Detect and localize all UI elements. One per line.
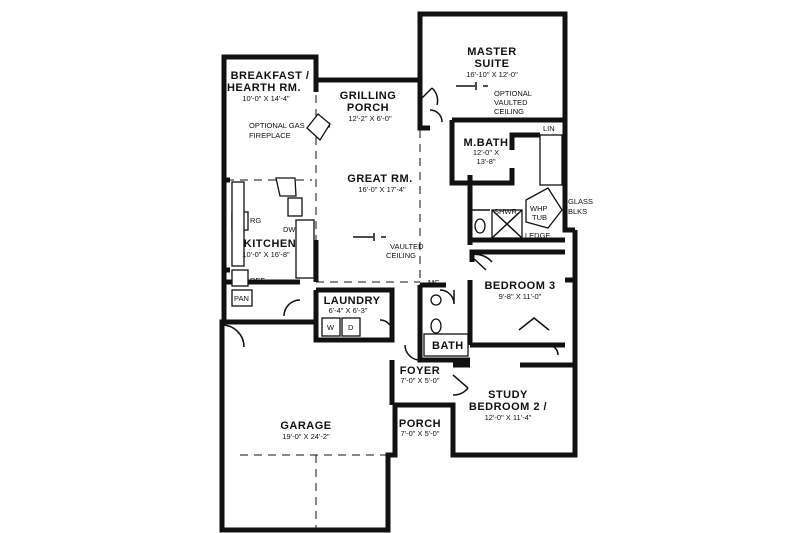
porch-dim: 7'-0" X 5'-0": [400, 429, 439, 438]
mbath-name: M.BATH: [464, 137, 509, 149]
kitchen-dw: DW: [283, 225, 296, 234]
fireplace-line2: FIREPLACE: [249, 131, 291, 140]
bath-toilet-icon: [430, 318, 442, 334]
doors: [221, 87, 559, 396]
island-counter: [295, 219, 315, 279]
grilling-line2: PORCH: [347, 102, 389, 114]
kitchen-rg: RG: [250, 216, 261, 225]
kitchen-counter: [231, 181, 245, 267]
study-line2: BEDROOM 2 /: [469, 401, 547, 413]
washer-icon: [321, 317, 341, 337]
mbath-dim2: 13'-8": [476, 157, 495, 166]
pantry-icon: [231, 289, 253, 307]
garage-dim: 19'-0" X 24'-2": [282, 432, 330, 441]
garage-name: GARAGE: [280, 420, 331, 432]
master-note2: VAULTED: [494, 98, 528, 107]
kitchen-dim: 10'-0" X 16'-8": [242, 250, 290, 259]
bath-mc: MC: [428, 278, 440, 287]
kitchen-ref: REF.: [250, 276, 266, 285]
grilling-line1: GRILLING: [340, 90, 397, 102]
great-note1: VAULTED: [390, 242, 424, 251]
vanity: [539, 134, 563, 186]
laundry-d: D: [348, 323, 354, 332]
ref-icon: [231, 269, 249, 287]
tub-icon: [525, 187, 563, 229]
exterior-walls: [219, 11, 578, 533]
blks-label: BLKS: [568, 207, 587, 216]
breakfast-line1: BREAKFAST /: [231, 70, 310, 82]
kitchen-pan: PAN: [234, 294, 249, 303]
foyer-dim: 7'-0" X 5'-0": [400, 376, 439, 385]
dryer-icon: [341, 317, 361, 337]
bath-sink-icon: [430, 294, 442, 306]
ledge-label: LEDGE: [525, 231, 550, 240]
breakfast-line2: HEARTH RM.: [227, 82, 301, 94]
bedroom3-dim: 9'-8" X 11'-0": [499, 292, 542, 301]
great-name: GREAT RM.: [347, 173, 412, 185]
great-note2: CEILING: [386, 251, 416, 260]
master-dim: 16'-10" X 12'-0": [466, 70, 518, 79]
laundry-name: LAUNDRY: [324, 295, 381, 307]
master-note3: CEILING: [494, 107, 524, 116]
bath-tub-icon: [423, 333, 469, 357]
dashed-lines: [226, 95, 421, 530]
toilet-icon: [474, 218, 486, 234]
master-line2: SUITE: [475, 58, 510, 70]
laundry-w: W: [327, 323, 335, 332]
fixtures: [231, 113, 563, 357]
tub-label: TUB: [532, 213, 547, 222]
grilling-dim: 12'-2" X 6'-0": [348, 114, 392, 123]
porch-name: PORCH: [399, 418, 441, 430]
foyer-name: FOYER: [400, 365, 440, 377]
master-note1: OPTIONAL: [494, 89, 532, 98]
fireplace-line1: OPTIONAL GAS: [249, 121, 305, 130]
labels: MASTER SUITE 16'-10" X 12'-0" OPTIONAL V…: [227, 46, 593, 441]
whp-label: WHP: [530, 204, 548, 213]
breakfast-dim: 10'-0" X 14'-4": [242, 94, 290, 103]
great-dim: 16'-0" X 17'-4": [358, 185, 406, 194]
bedroom3-name: BEDROOM 3: [484, 280, 555, 292]
laundry-dim: 6'-4" X 6'-3": [328, 306, 367, 315]
bath-name: BATH: [432, 340, 464, 352]
kitchen-name: KITCHEN: [244, 238, 296, 250]
study-line1: STUDY: [488, 389, 528, 401]
mbath-dim1: 12'-0" X: [473, 148, 499, 157]
lin-label: LIN: [543, 124, 555, 133]
sink-icon: [287, 197, 303, 217]
fireplace-icon: [306, 113, 331, 142]
glass-label: GLASS: [568, 197, 593, 206]
ceiling-arrows: [353, 82, 488, 241]
shwr-label: SHWR: [494, 207, 517, 216]
master-line1: MASTER: [467, 46, 516, 58]
study-dim: 12'-0" X 11'-4": [485, 413, 532, 422]
